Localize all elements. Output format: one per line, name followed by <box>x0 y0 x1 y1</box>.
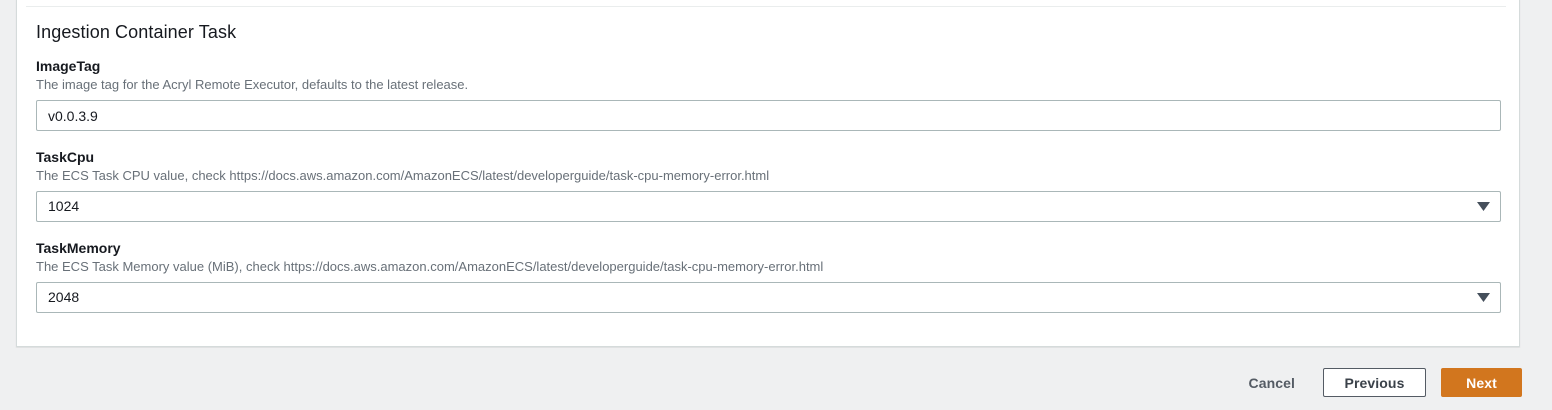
field-description-image-tag: The image tag for the Acryl Remote Execu… <box>36 77 469 92</box>
form-card: Ingestion Container Task ImageTag The im… <box>16 0 1520 347</box>
task-cpu-select-value[interactable]: 1024 <box>36 191 1501 222</box>
footer-actions: Cancel Previous Next <box>1238 368 1522 397</box>
field-description-task-cpu: The ECS Task CPU value, check https://do… <box>36 168 770 183</box>
task-memory-select[interactable]: 2048 <box>36 282 1501 313</box>
wizard-footer: Cancel Previous Next <box>0 348 1552 410</box>
next-button[interactable]: Next <box>1441 368 1522 397</box>
field-image-tag: ImageTag The image tag for the Acryl Rem… <box>36 57 1502 131</box>
field-label-task-cpu: TaskCpu <box>36 149 95 165</box>
field-label-task-memory: TaskMemory <box>36 240 121 256</box>
field-task-memory: TaskMemory The ECS Task Memory value (Mi… <box>36 239 1502 313</box>
field-label-image-tag: ImageTag <box>36 58 101 74</box>
previous-button[interactable]: Previous <box>1323 368 1426 397</box>
task-memory-select-value[interactable]: 2048 <box>36 282 1501 313</box>
page-title: Ingestion Container Task <box>36 22 237 42</box>
field-description-task-memory: The ECS Task Memory value (MiB), check h… <box>36 259 824 274</box>
task-cpu-select[interactable]: 1024 <box>36 191 1501 222</box>
cancel-button[interactable]: Cancel <box>1238 369 1305 397</box>
form-card-body: Ingestion Container Task ImageTag The im… <box>36 21 1502 313</box>
image-tag-input[interactable] <box>36 100 1501 131</box>
field-task-cpu: TaskCpu The ECS Task CPU value, check ht… <box>36 148 1502 222</box>
card-top-divider <box>26 6 1506 7</box>
